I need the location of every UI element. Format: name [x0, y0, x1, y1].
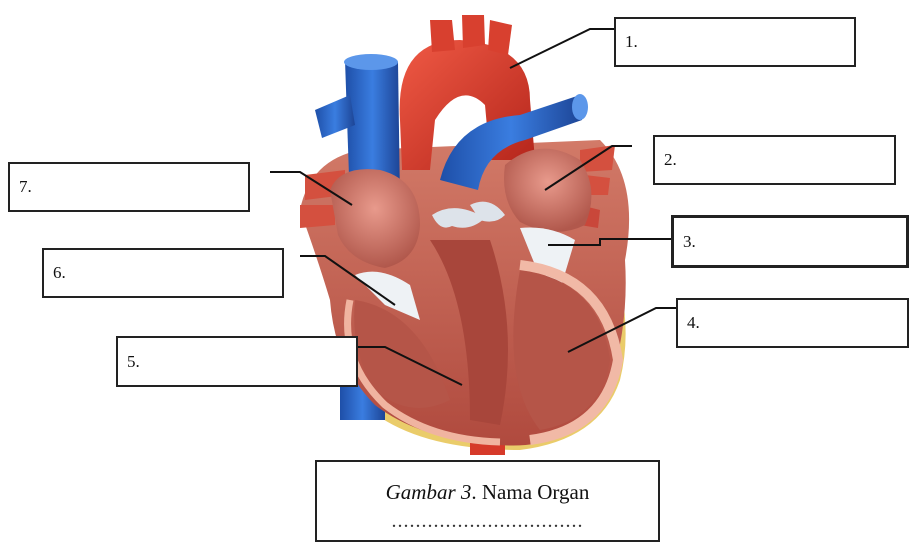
- label-number-7: 7.: [19, 177, 32, 197]
- label-number-4: 4.: [687, 313, 700, 333]
- label-box-3[interactable]: 3.: [671, 215, 909, 268]
- label-number-6: 6.: [53, 263, 66, 283]
- caption-title: . Nama Organ: [471, 480, 589, 504]
- arch-branch-2: [462, 15, 485, 48]
- label-box-7[interactable]: 7.: [8, 162, 250, 212]
- label-number-2: 2.: [664, 150, 677, 170]
- label-number-3: 3.: [683, 232, 696, 252]
- label-number-1: 1.: [625, 32, 638, 52]
- arch-branch-3: [488, 20, 512, 55]
- label-box-6[interactable]: 6.: [42, 248, 284, 298]
- right-pulmonary-vein-2: [300, 205, 335, 228]
- caption-figure-number: Gambar 3: [386, 480, 472, 504]
- label-box-2[interactable]: 2.: [653, 135, 896, 185]
- label-number-5: 5.: [127, 352, 140, 372]
- label-box-4[interactable]: 4.: [676, 298, 909, 348]
- caption-text: Gambar 3. Nama Organ: [317, 480, 658, 505]
- arch-branch-1: [430, 20, 455, 52]
- figure-caption: Gambar 3. Nama Organ ...................…: [315, 460, 660, 542]
- caption-answer-blank[interactable]: ................................: [317, 510, 658, 533]
- leader-line-1: [510, 29, 614, 68]
- label-box-5[interactable]: 5.: [116, 336, 358, 387]
- label-box-1[interactable]: 1.: [614, 17, 856, 67]
